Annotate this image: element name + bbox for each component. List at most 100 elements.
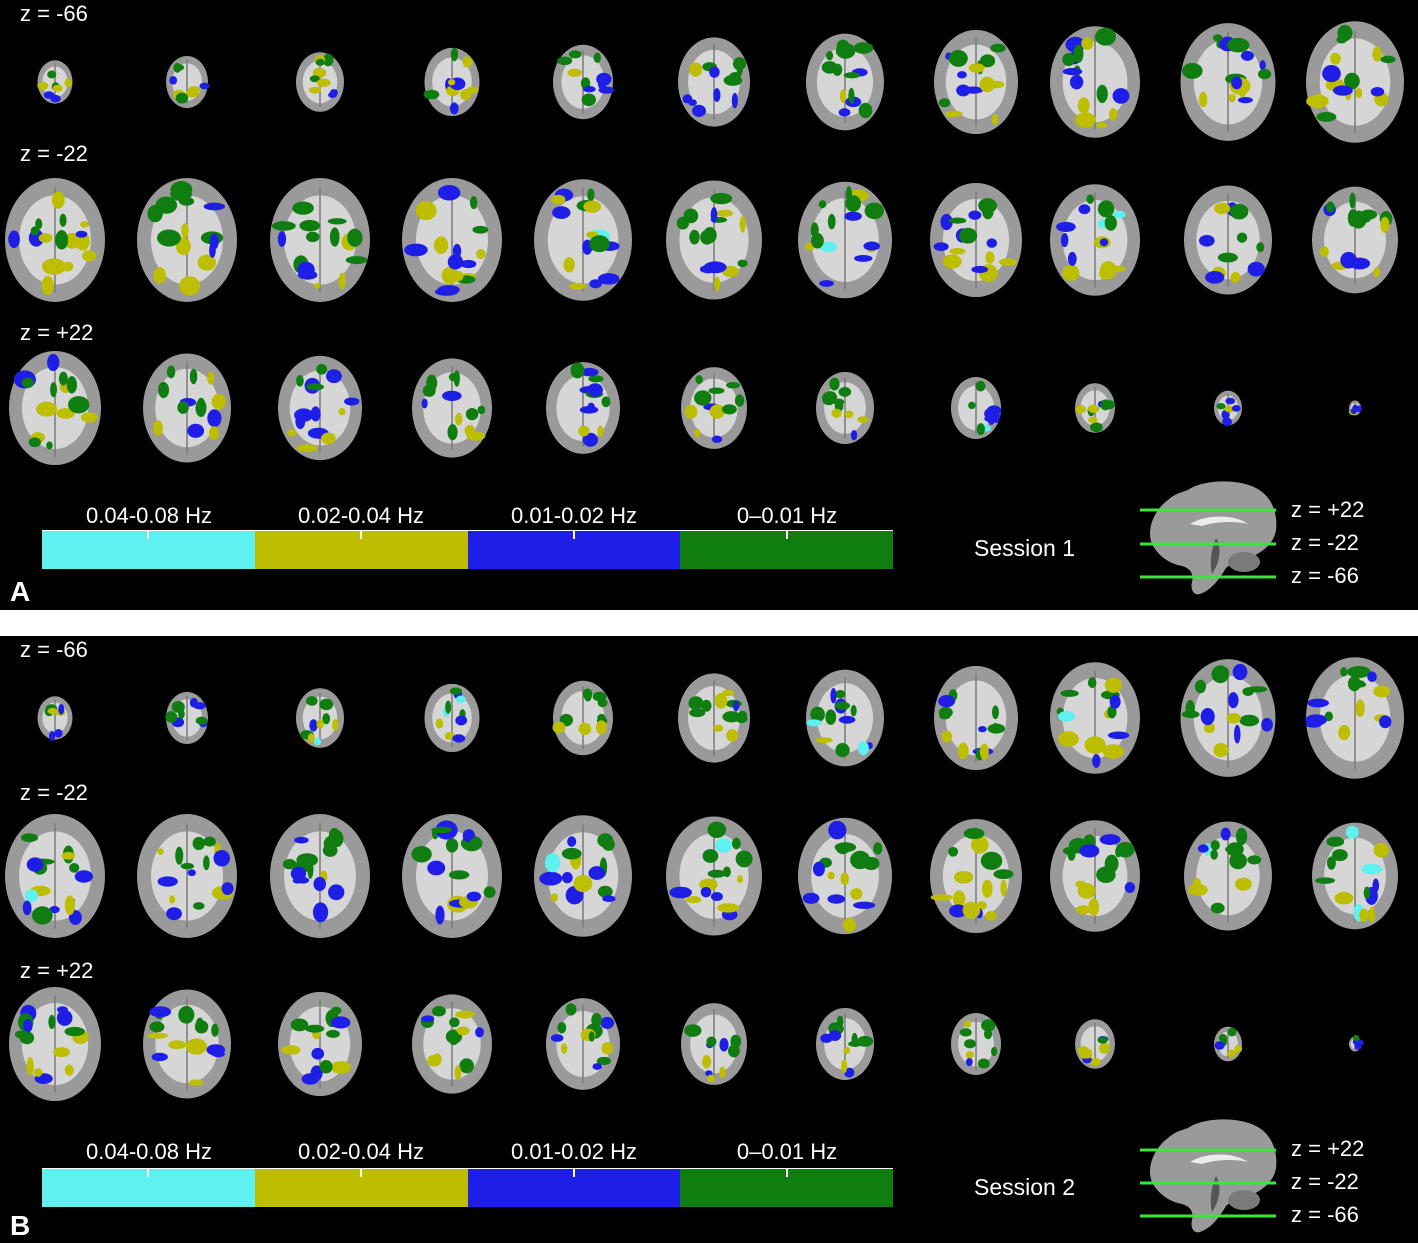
frequency-colorbar xyxy=(42,530,893,569)
sagittal-corpus-callosum xyxy=(1190,1154,1248,1164)
axial-slice xyxy=(1348,400,1362,416)
axial-slice xyxy=(1180,659,1276,777)
axial-slice xyxy=(930,818,1022,934)
axial-slice xyxy=(166,55,210,109)
axial-slice xyxy=(296,52,344,112)
axial-slice xyxy=(9,350,101,466)
axial-slice xyxy=(1050,184,1140,296)
axial-slice xyxy=(798,181,892,299)
legend-label-band-3: 0.01-0.02 Hz xyxy=(511,1139,637,1164)
axial-slice xyxy=(137,178,237,302)
axial-slice xyxy=(278,991,362,1097)
axial-slice xyxy=(806,33,884,131)
row-label-z+22: z = +22 xyxy=(20,320,94,345)
row-label-z-22: z = -22 xyxy=(20,780,88,805)
axial-slice xyxy=(270,814,370,938)
axial-slice xyxy=(1180,23,1276,141)
axial-slice xyxy=(546,998,620,1090)
axial-slice xyxy=(402,178,502,302)
legend-label-band-2: 0.02-0.04 Hz xyxy=(298,503,424,528)
reference-label-z+22: z = +22 xyxy=(1291,497,1365,522)
axial-slice xyxy=(666,816,762,936)
axial-slice xyxy=(816,1008,874,1080)
axial-slice xyxy=(1075,1019,1115,1069)
axial-slice xyxy=(552,680,613,756)
axial-slice xyxy=(681,367,747,449)
axial-slice xyxy=(1349,1034,1364,1052)
axial-slice xyxy=(296,688,344,748)
axial-slice xyxy=(534,815,632,937)
row-label-z-66: z = -66 xyxy=(20,637,88,662)
axial-slice xyxy=(412,358,492,458)
sagittal-brainstem xyxy=(1210,1176,1220,1212)
axial-slice xyxy=(951,377,1002,439)
axial-slice xyxy=(423,47,480,117)
axial-slice xyxy=(666,180,762,300)
legend-label-band-4: 0–0.01 Hz xyxy=(736,503,838,528)
reference-label-z+22: z = +22 xyxy=(1291,1136,1365,1161)
axial-slice xyxy=(1312,186,1398,294)
axial-slice xyxy=(681,1003,747,1085)
sagittal-cerebellum xyxy=(1228,552,1260,572)
colorbar-tick xyxy=(147,531,149,539)
axial-slice xyxy=(816,372,874,444)
row-label-z-66: z = -66 xyxy=(20,1,88,26)
legend-label-band-1: 0.04-0.08 Hz xyxy=(86,1139,212,1164)
colorbar-tick xyxy=(147,1169,149,1177)
axial-slice xyxy=(5,814,105,938)
axial-slice xyxy=(143,989,231,1099)
axial-slice xyxy=(534,179,632,301)
axial-slice xyxy=(1050,820,1140,932)
sagittal-brain-outline xyxy=(1149,1119,1277,1233)
axial-slice xyxy=(412,994,492,1094)
axial-slice-montage xyxy=(5,21,1404,466)
axial-slice-montage xyxy=(5,657,1404,1102)
axial-slice xyxy=(424,683,480,753)
legend-label-band-1: 0.04-0.08 Hz xyxy=(86,503,212,528)
axial-slice xyxy=(1184,821,1272,931)
axial-slice xyxy=(1050,26,1140,138)
sagittal-reference-brain xyxy=(1140,481,1277,595)
reference-label-z-22: z = -22 xyxy=(1291,1169,1359,1194)
session-label: Session 1 xyxy=(974,535,1076,561)
axial-slice xyxy=(278,355,362,461)
axial-slice xyxy=(1306,21,1404,143)
axial-slice xyxy=(934,29,1018,135)
reference-label-z-66: z = -66 xyxy=(1291,1202,1359,1227)
axial-slice xyxy=(165,691,208,745)
axial-slice xyxy=(553,44,615,120)
axial-slice xyxy=(930,182,1022,298)
panel-letter: B xyxy=(10,1210,31,1241)
axial-slice xyxy=(270,178,370,302)
sagittal-reference-brain xyxy=(1140,1119,1277,1233)
reference-label-z-22: z = -22 xyxy=(1291,530,1359,555)
axial-slice xyxy=(934,665,1018,771)
axial-slice xyxy=(37,696,73,741)
legend-label-band-2: 0.02-0.04 Hz xyxy=(298,1139,424,1164)
sagittal-cerebellum xyxy=(1228,1190,1260,1210)
axial-slice xyxy=(9,986,101,1102)
panel-b: z = -66 z = -22 z = +22 0.04-0.08 Hz 0.0… xyxy=(0,636,1418,1243)
axial-slice xyxy=(1075,383,1115,433)
panel-letter: A xyxy=(10,576,31,607)
colorbar-tick xyxy=(360,531,362,539)
legend-label-band-3: 0.01-0.02 Hz xyxy=(511,503,637,528)
axial-slice xyxy=(1050,662,1140,774)
frequency-colorbar xyxy=(42,1168,893,1207)
sagittal-brainstem xyxy=(1210,538,1220,574)
legend-label-band-4: 0–0.01 Hz xyxy=(736,1139,838,1164)
axial-slice xyxy=(546,362,620,454)
axial-slice xyxy=(137,814,237,938)
row-label-z-22: z = -22 xyxy=(20,141,88,166)
axial-slice xyxy=(1305,657,1404,779)
reference-label-z-66: z = -66 xyxy=(1291,563,1359,588)
sagittal-corpus-callosum xyxy=(1190,516,1248,526)
row-label-z+22: z = +22 xyxy=(20,958,94,983)
axial-slice xyxy=(798,817,892,935)
session-label: Session 2 xyxy=(974,1174,1076,1200)
axial-slice xyxy=(678,673,750,763)
colorbar-tick xyxy=(786,531,788,539)
axial-slice xyxy=(951,1013,1001,1075)
axial-slice xyxy=(1214,390,1242,427)
colorbar-tick xyxy=(573,531,575,539)
